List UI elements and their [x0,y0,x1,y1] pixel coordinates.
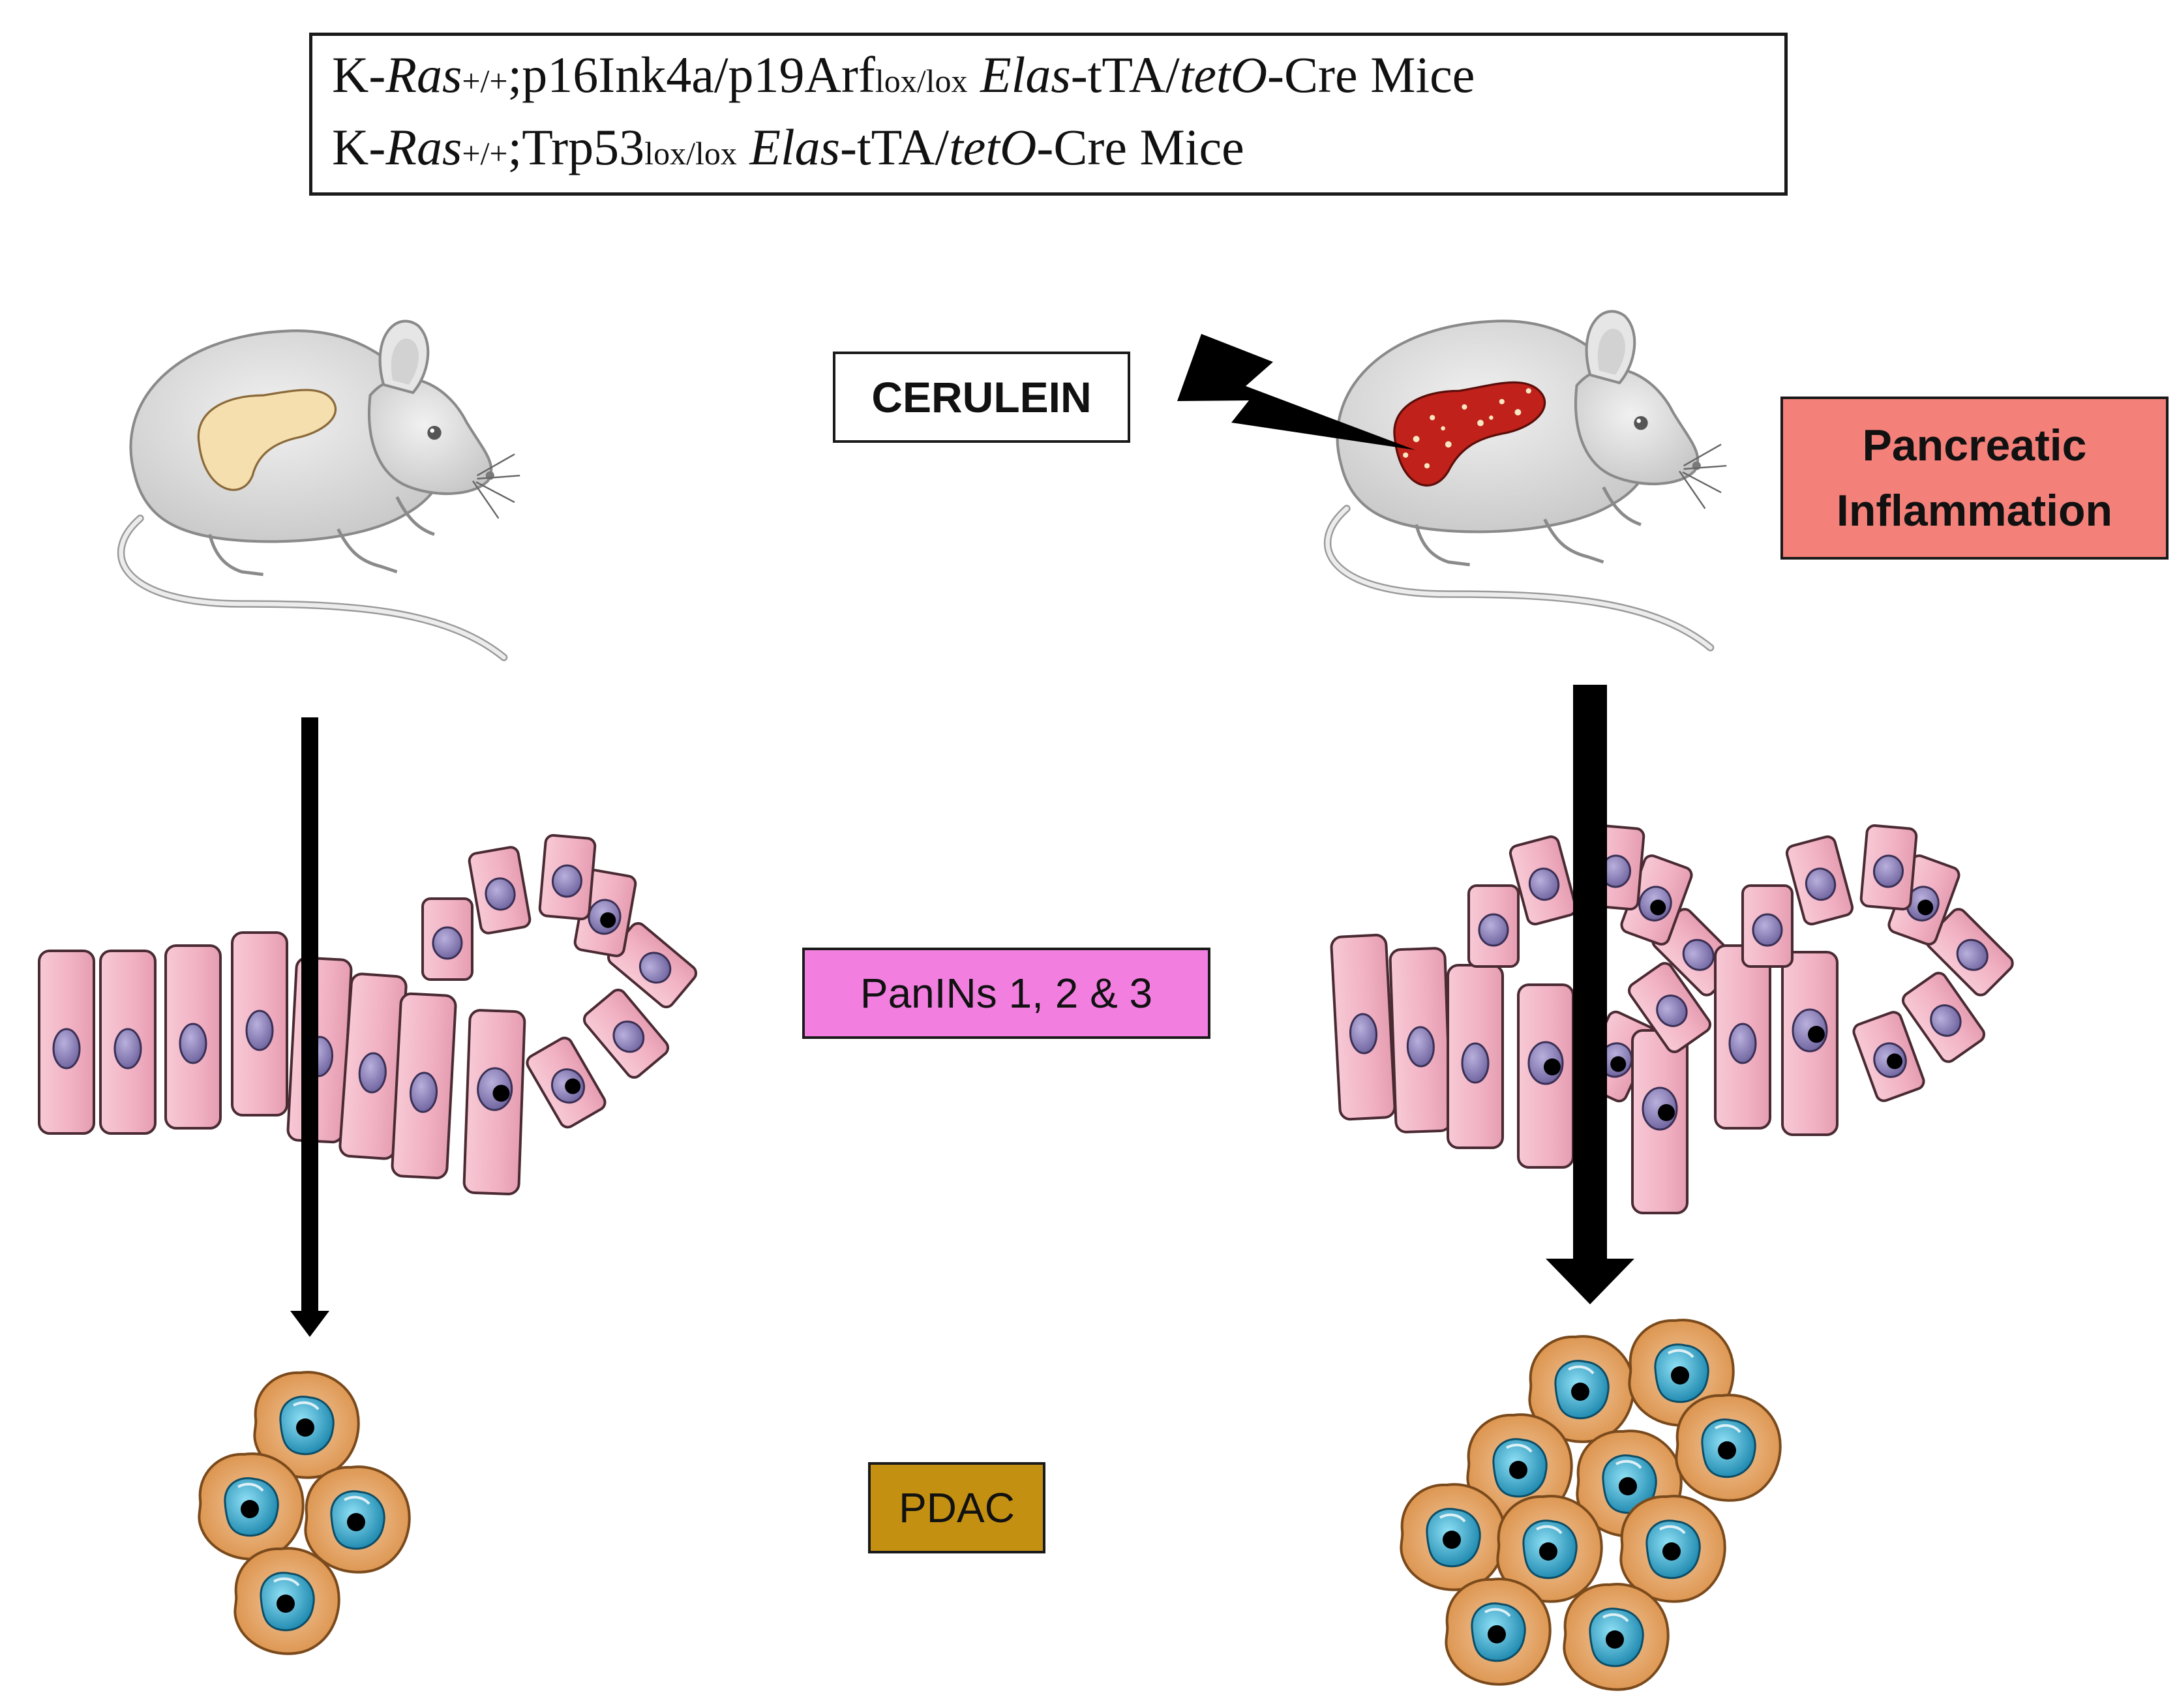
mouse-healthy-pancreas-icon [121,321,520,657]
genotype-text-italic: Ras [385,119,462,175]
pdac-label: PDAC [868,1462,1045,1553]
panins-text: PanINs 1, 2 & 3 [860,970,1153,1017]
genotype-allele: lox/lox [875,63,968,99]
genotype-text: K- [332,46,386,103]
genotype-text-italic: Ras [385,46,462,103]
mouse-inflamed-pancreas-icon [1328,311,1727,648]
genotype-text-italic: Elas [980,46,1071,103]
left-panin-epithelium [38,833,700,1194]
genotype-allele: +/+ [462,135,508,172]
right-progression-arrow [1546,685,1634,1304]
genotype-text: -tTA/ [840,119,950,175]
pancreatic-inflammation-label: Pancreatic Inflammation [1780,397,2169,560]
right-pdac-cell-cluster [1400,1319,1782,1691]
genotype-space [737,119,750,175]
left-progression-arrow [290,717,329,1337]
genotype-text: -Cre Mice [1267,46,1475,103]
genotype-line-1: K-Ras+/+;p16Ink4a/p19Arflox/lox Elas-tTA… [332,42,1475,114]
genotype-text: -tTA/ [1070,46,1180,103]
pdac-text: PDAC [899,1484,1015,1531]
lightning-bolt-icon [1177,334,1415,450]
left-pdac-cell-cluster [198,1371,411,1655]
genotype-text: K- [332,119,386,175]
genotype-text-italic: Elas [749,119,841,175]
inflamed-pancreas [1393,381,1546,487]
genotype-box: K-Ras+/+;p16Ink4a/p19Arflox/lox Elas-tTA… [309,33,1788,196]
panins-label: PanINs 1, 2 & 3 [802,948,1210,1039]
genotype-text: ;Trp53 [507,119,645,175]
genotype-text: -Cre Mice [1036,119,1244,175]
cerulein-text: CERULEIN [871,373,1092,421]
inflammation-text-line-1: Pancreatic [1862,421,2087,470]
inflammation-text-line-2: Inflammation [1836,486,2113,535]
genotype-allele: lox/lox [644,135,737,172]
genotype-text: ;p16Ink4a/p19Arf [507,46,875,103]
genotype-allele: +/+ [462,63,508,99]
genotype-text-italic: tetO [949,119,1037,175]
normal-pancreas [197,389,337,491]
genotype-text-italic: tetO [1179,46,1268,103]
genotype-space [968,46,981,103]
genotype-line-2: K-Ras+/+;Trp53lox/lox Elas-tTA/tetO-Cre … [332,114,1244,187]
right-panin-epithelium [1331,823,2016,1214]
cerulein-label: CERULEIN [833,352,1130,443]
